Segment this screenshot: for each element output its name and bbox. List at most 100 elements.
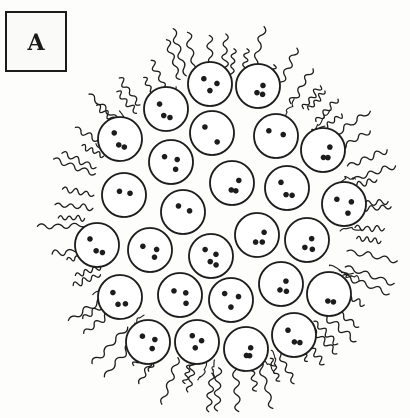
cell-membrane [149, 140, 193, 184]
cell [128, 228, 172, 272]
cell-nucleus-dot [152, 254, 158, 260]
squiggle-strand [230, 49, 236, 78]
cell [98, 275, 142, 319]
cell [158, 273, 202, 317]
squiggle-strand [167, 40, 181, 80]
cell-nucleus-dot [228, 304, 234, 310]
cell-nucleus-dot [254, 90, 260, 96]
cell-nucleus-dot [325, 298, 331, 304]
cell-nucleus-dot [247, 353, 253, 359]
cell-membrane [75, 223, 119, 267]
cell-nucleus-dot [285, 327, 291, 333]
cell-membrane [161, 190, 205, 234]
cell-membrane [307, 272, 351, 316]
cell-nucleus-dot [207, 259, 213, 265]
cell-nucleus-dot [157, 101, 163, 107]
squiggle-strand [173, 29, 186, 76]
squiggle-strand [55, 203, 93, 210]
cell [98, 117, 142, 161]
cell [190, 111, 234, 155]
cell-nucleus-dot [213, 252, 219, 258]
cell-nucleus-dot [260, 92, 266, 98]
squiggle-strand [207, 373, 215, 412]
cell-nucleus-dot [154, 247, 160, 253]
cell [301, 128, 345, 172]
cell-nucleus-dot [116, 142, 122, 148]
squiggle-strand [259, 360, 273, 408]
cell-nucleus-dot [183, 300, 189, 306]
cell-membrane [158, 273, 202, 317]
squiggle-strand [62, 152, 96, 169]
cell-nucleus-dot [302, 245, 308, 251]
cell-nucleus-dot [214, 81, 220, 87]
cell-membrane [128, 228, 172, 272]
cell-nucleus-dot [248, 345, 254, 351]
cell-nucleus-dot [310, 246, 316, 252]
cell [272, 313, 316, 357]
squiggle-strand [347, 250, 397, 263]
cell-nucleus-dot [87, 236, 93, 242]
cell-membrane [98, 117, 142, 161]
cell [236, 64, 280, 108]
cell-cluster [75, 62, 366, 371]
cell-nucleus-dot [327, 144, 333, 150]
cell [102, 173, 146, 217]
cell-nucleus-dot [115, 302, 121, 308]
cell [161, 190, 205, 234]
squiggle-strand [58, 215, 84, 221]
cell-nucleus-dot [236, 178, 242, 184]
cell-nucleus-dot [123, 301, 129, 307]
cell-nucleus-dot [325, 155, 331, 161]
cell-nucleus-dot [280, 132, 286, 138]
squiggle-strand [214, 368, 221, 411]
cell-nucleus-dot [152, 337, 158, 343]
squiggle-strand [340, 227, 362, 231]
cell-membrane [144, 87, 188, 131]
cell-nucleus-dot [222, 291, 228, 297]
cell-nucleus-dot [292, 339, 298, 345]
cell-nucleus-dot [349, 199, 355, 205]
cell-membrane [259, 262, 303, 306]
cell [307, 272, 351, 316]
cell-nucleus-dot [173, 166, 179, 172]
cell-membrane [285, 218, 329, 262]
cell-nucleus-dot [259, 239, 265, 245]
squiggle-strand [353, 166, 396, 179]
cell-membrane [189, 234, 233, 278]
cell-nucleus-dot [110, 290, 116, 296]
cell-nucleus-dot [93, 248, 99, 254]
cell-membrane [126, 320, 170, 364]
squiggle-strand [357, 236, 381, 243]
cell [189, 234, 233, 278]
cell-nucleus-dot [334, 196, 340, 202]
cell-nucleus-dot [202, 124, 208, 130]
cell-nucleus-dot [309, 236, 315, 242]
squiggle-strand [183, 362, 194, 384]
cell-nucleus-dot [171, 288, 177, 294]
cell [322, 182, 366, 226]
squiggle-strand [92, 327, 128, 363]
cell-membrane [265, 166, 309, 210]
cell [126, 320, 170, 364]
cell-nucleus-dot [289, 192, 295, 198]
cell-nucleus-dot [213, 262, 219, 268]
cell-nucleus-dot [117, 189, 123, 195]
cell-nucleus-dot [189, 333, 195, 339]
cell-nucleus-dot [261, 230, 267, 236]
squiggle-strand [308, 91, 325, 110]
cell [188, 62, 232, 106]
cell-nucleus-dot [161, 113, 167, 119]
cell-nucleus-dot [100, 250, 106, 256]
cell [209, 278, 253, 322]
cell-nucleus-dot [236, 294, 242, 300]
cell-nucleus-dot [201, 76, 207, 82]
squiggle-strand [75, 267, 100, 276]
cell-membrane [224, 327, 268, 371]
cell [285, 218, 329, 262]
cell-nucleus-dot [140, 333, 146, 339]
cell-nucleus-dot [207, 88, 213, 94]
cell-membrane [98, 275, 142, 319]
cell-nucleus-dot [283, 192, 289, 198]
